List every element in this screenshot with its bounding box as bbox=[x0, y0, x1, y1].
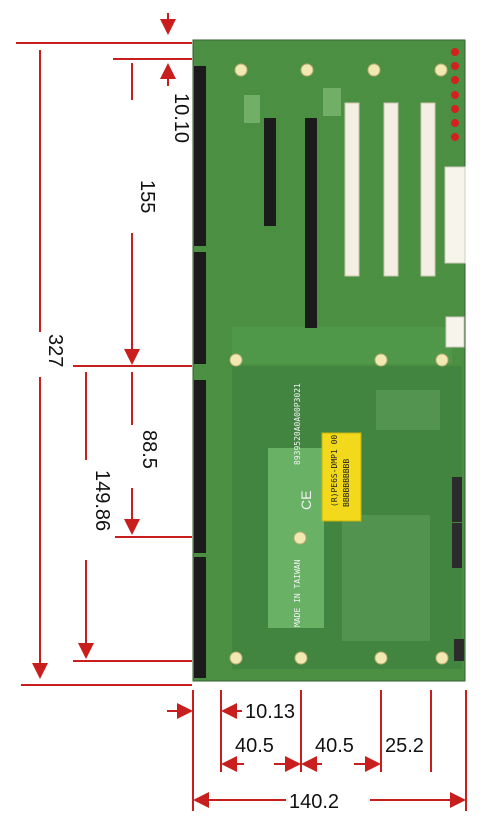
mount-hole-1 bbox=[234, 63, 248, 77]
isa-slot-lower-left bbox=[194, 380, 206, 553]
board-origin-text: MADE IN TAIWAN bbox=[293, 559, 302, 627]
isa-slot-mid-left bbox=[194, 252, 206, 364]
connector-block-3 bbox=[454, 639, 464, 661]
board-upper-panel bbox=[232, 327, 452, 364]
board-ce-mark: CE bbox=[298, 491, 314, 510]
connector-block-2 bbox=[452, 523, 462, 568]
label-left-offset-bottom: 10.13 bbox=[245, 701, 295, 723]
mount-hole-12 bbox=[435, 651, 449, 665]
mount-hole-2 bbox=[300, 63, 314, 77]
label-slot-offset-top: 10.10 bbox=[170, 93, 192, 143]
backplane-board: (R)PE6S-DMP1 00 BBBBBBBBBB 8939520A0A00P… bbox=[192, 39, 466, 682]
label-lower-slot-span: 88.5 bbox=[138, 430, 160, 469]
mount-hole-6 bbox=[374, 353, 388, 367]
isa-slot-top-left bbox=[194, 66, 206, 246]
led-3 bbox=[451, 76, 459, 84]
mount-hole-9 bbox=[229, 651, 243, 665]
label-upper-section-height: 155 bbox=[136, 180, 158, 213]
black-slot-b bbox=[305, 118, 317, 328]
yellow-sticker bbox=[321, 432, 362, 522]
sticker-line-1: (R)PE6S-DMP1 00 bbox=[330, 435, 339, 507]
isa-slot-bottom-left bbox=[194, 557, 206, 678]
component-block-4 bbox=[342, 515, 430, 641]
mount-hole-5 bbox=[229, 353, 243, 367]
led-1 bbox=[451, 48, 459, 56]
board-serial-text: 8939520A0A00P3021 bbox=[293, 383, 302, 465]
power-connector-large bbox=[444, 166, 466, 264]
mount-hole-7 bbox=[435, 353, 449, 367]
dimension-lines bbox=[16, 13, 467, 811]
yellow-sticker-group: (R)PE6S-DMP1 00 BBBBBBBBBB bbox=[321, 432, 362, 522]
led-4 bbox=[451, 91, 459, 99]
connector-block-1 bbox=[452, 477, 462, 522]
dimension-labels: 10.10 155 327 88.5 149.86 10.13 40.5 40.… bbox=[44, 93, 424, 813]
mount-hole-3 bbox=[367, 63, 381, 77]
label-total-width: 140.2 bbox=[289, 791, 339, 813]
power-connector-small bbox=[445, 316, 465, 348]
label-slot-pitch-c: 25.2 bbox=[385, 735, 424, 757]
label-slot-pitch-b: 40.5 bbox=[315, 735, 354, 757]
mount-hole-8 bbox=[293, 531, 307, 545]
component-block-2 bbox=[323, 88, 341, 116]
mount-hole-11 bbox=[374, 651, 388, 665]
component-block-1 bbox=[244, 95, 260, 123]
led-7 bbox=[451, 133, 459, 141]
pci-slot-3 bbox=[420, 102, 436, 277]
mount-hole-10 bbox=[294, 651, 308, 665]
label-lower-section-height: 149.86 bbox=[91, 470, 113, 531]
sticker-line-2: BBBBBBBBBB bbox=[342, 459, 351, 507]
pci-slot-1 bbox=[344, 102, 360, 277]
label-total-height: 327 bbox=[44, 334, 66, 367]
component-block-3 bbox=[376, 390, 440, 430]
black-slot-a bbox=[264, 118, 276, 226]
led-5 bbox=[451, 105, 459, 113]
mount-hole-4 bbox=[434, 63, 448, 77]
label-slot-pitch-a: 40.5 bbox=[235, 735, 274, 757]
pci-slot-2 bbox=[383, 102, 399, 277]
led-2 bbox=[451, 62, 459, 70]
led-6 bbox=[451, 119, 459, 127]
